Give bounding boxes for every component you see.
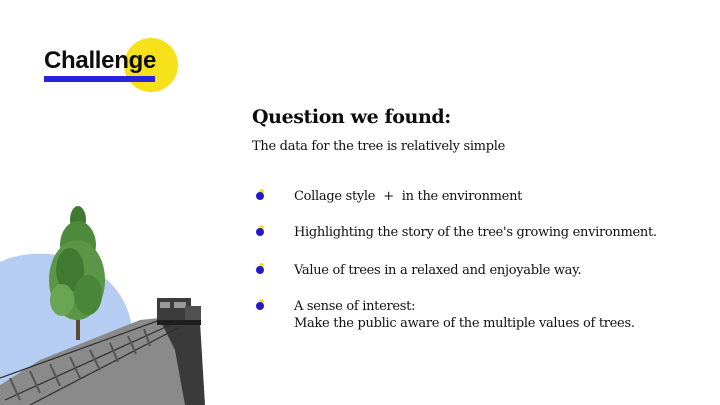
bullet-text: A sense of interest: bbox=[294, 299, 416, 314]
title-accent-circle bbox=[124, 38, 178, 92]
bullet-text: in the environment bbox=[401, 189, 523, 204]
list-item: Value of trees in a relaxed and enjoyabl… bbox=[254, 262, 582, 279]
bullet-text: Make the public aware of the multiple va… bbox=[294, 316, 635, 331]
train bbox=[157, 298, 201, 325]
bullet-text: Highlighting the story of the tree's gro… bbox=[294, 225, 657, 240]
rails bbox=[0, 319, 179, 405]
title-underline bbox=[44, 76, 155, 82]
bullet-dot-icon bbox=[256, 263, 264, 274]
bullet-text: Collage style bbox=[294, 189, 376, 204]
bullet-dot-icon bbox=[256, 299, 264, 310]
bullet-dot-icon bbox=[256, 189, 264, 200]
section-subheading: The data for the tree is relatively simp… bbox=[252, 139, 505, 154]
railway-bed bbox=[0, 318, 200, 405]
bullet-text: Value of trees in a relaxed and enjoyabl… bbox=[294, 263, 582, 278]
railway-bed-shadow bbox=[160, 320, 205, 405]
list-item: A sense of interest: Make the public awa… bbox=[254, 298, 635, 332]
rail-sleepers bbox=[9, 328, 151, 401]
plus-sign: + bbox=[383, 189, 394, 204]
list-item: Collage style + in the environment bbox=[254, 188, 522, 205]
bullet-dot-icon bbox=[256, 225, 264, 236]
section-heading: Question we found: bbox=[252, 106, 451, 128]
tree-foliage bbox=[49, 206, 105, 320]
tree-railway-collage-image bbox=[0, 206, 205, 405]
slide-title: Challenge bbox=[44, 47, 156, 74]
list-item: Highlighting the story of the tree's gro… bbox=[254, 224, 657, 241]
